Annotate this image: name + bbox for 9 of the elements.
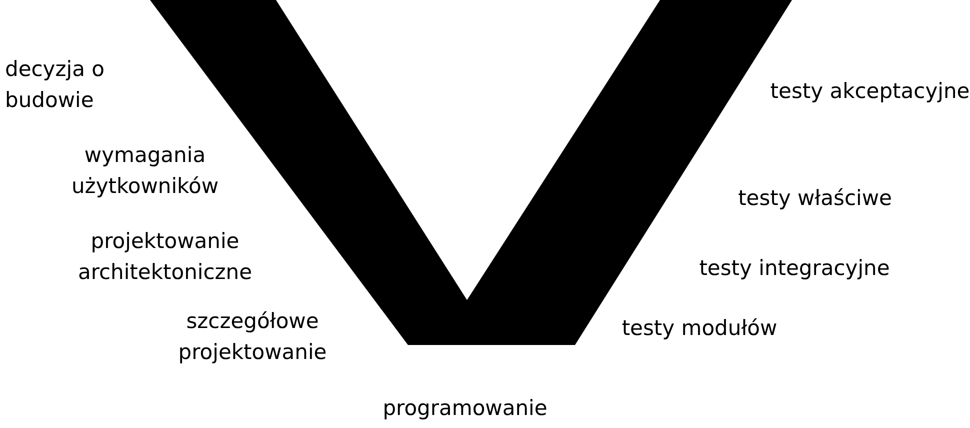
stage-label: wymagania użytkowników bbox=[70, 142, 220, 200]
stage-label: projektowanie architektoniczne bbox=[76, 228, 254, 286]
stage-label: testy właściwe bbox=[737, 185, 893, 212]
stage-label: decyzja o budowie bbox=[5, 56, 106, 114]
stage-label: szczegółowe projektowanie bbox=[177, 308, 328, 366]
stage-label: testy akceptacyjne bbox=[770, 78, 970, 105]
stage-label: testy modułów bbox=[620, 315, 778, 342]
stage-label: programowanie bbox=[382, 395, 548, 422]
stage-label: testy integracyjne bbox=[698, 255, 891, 282]
